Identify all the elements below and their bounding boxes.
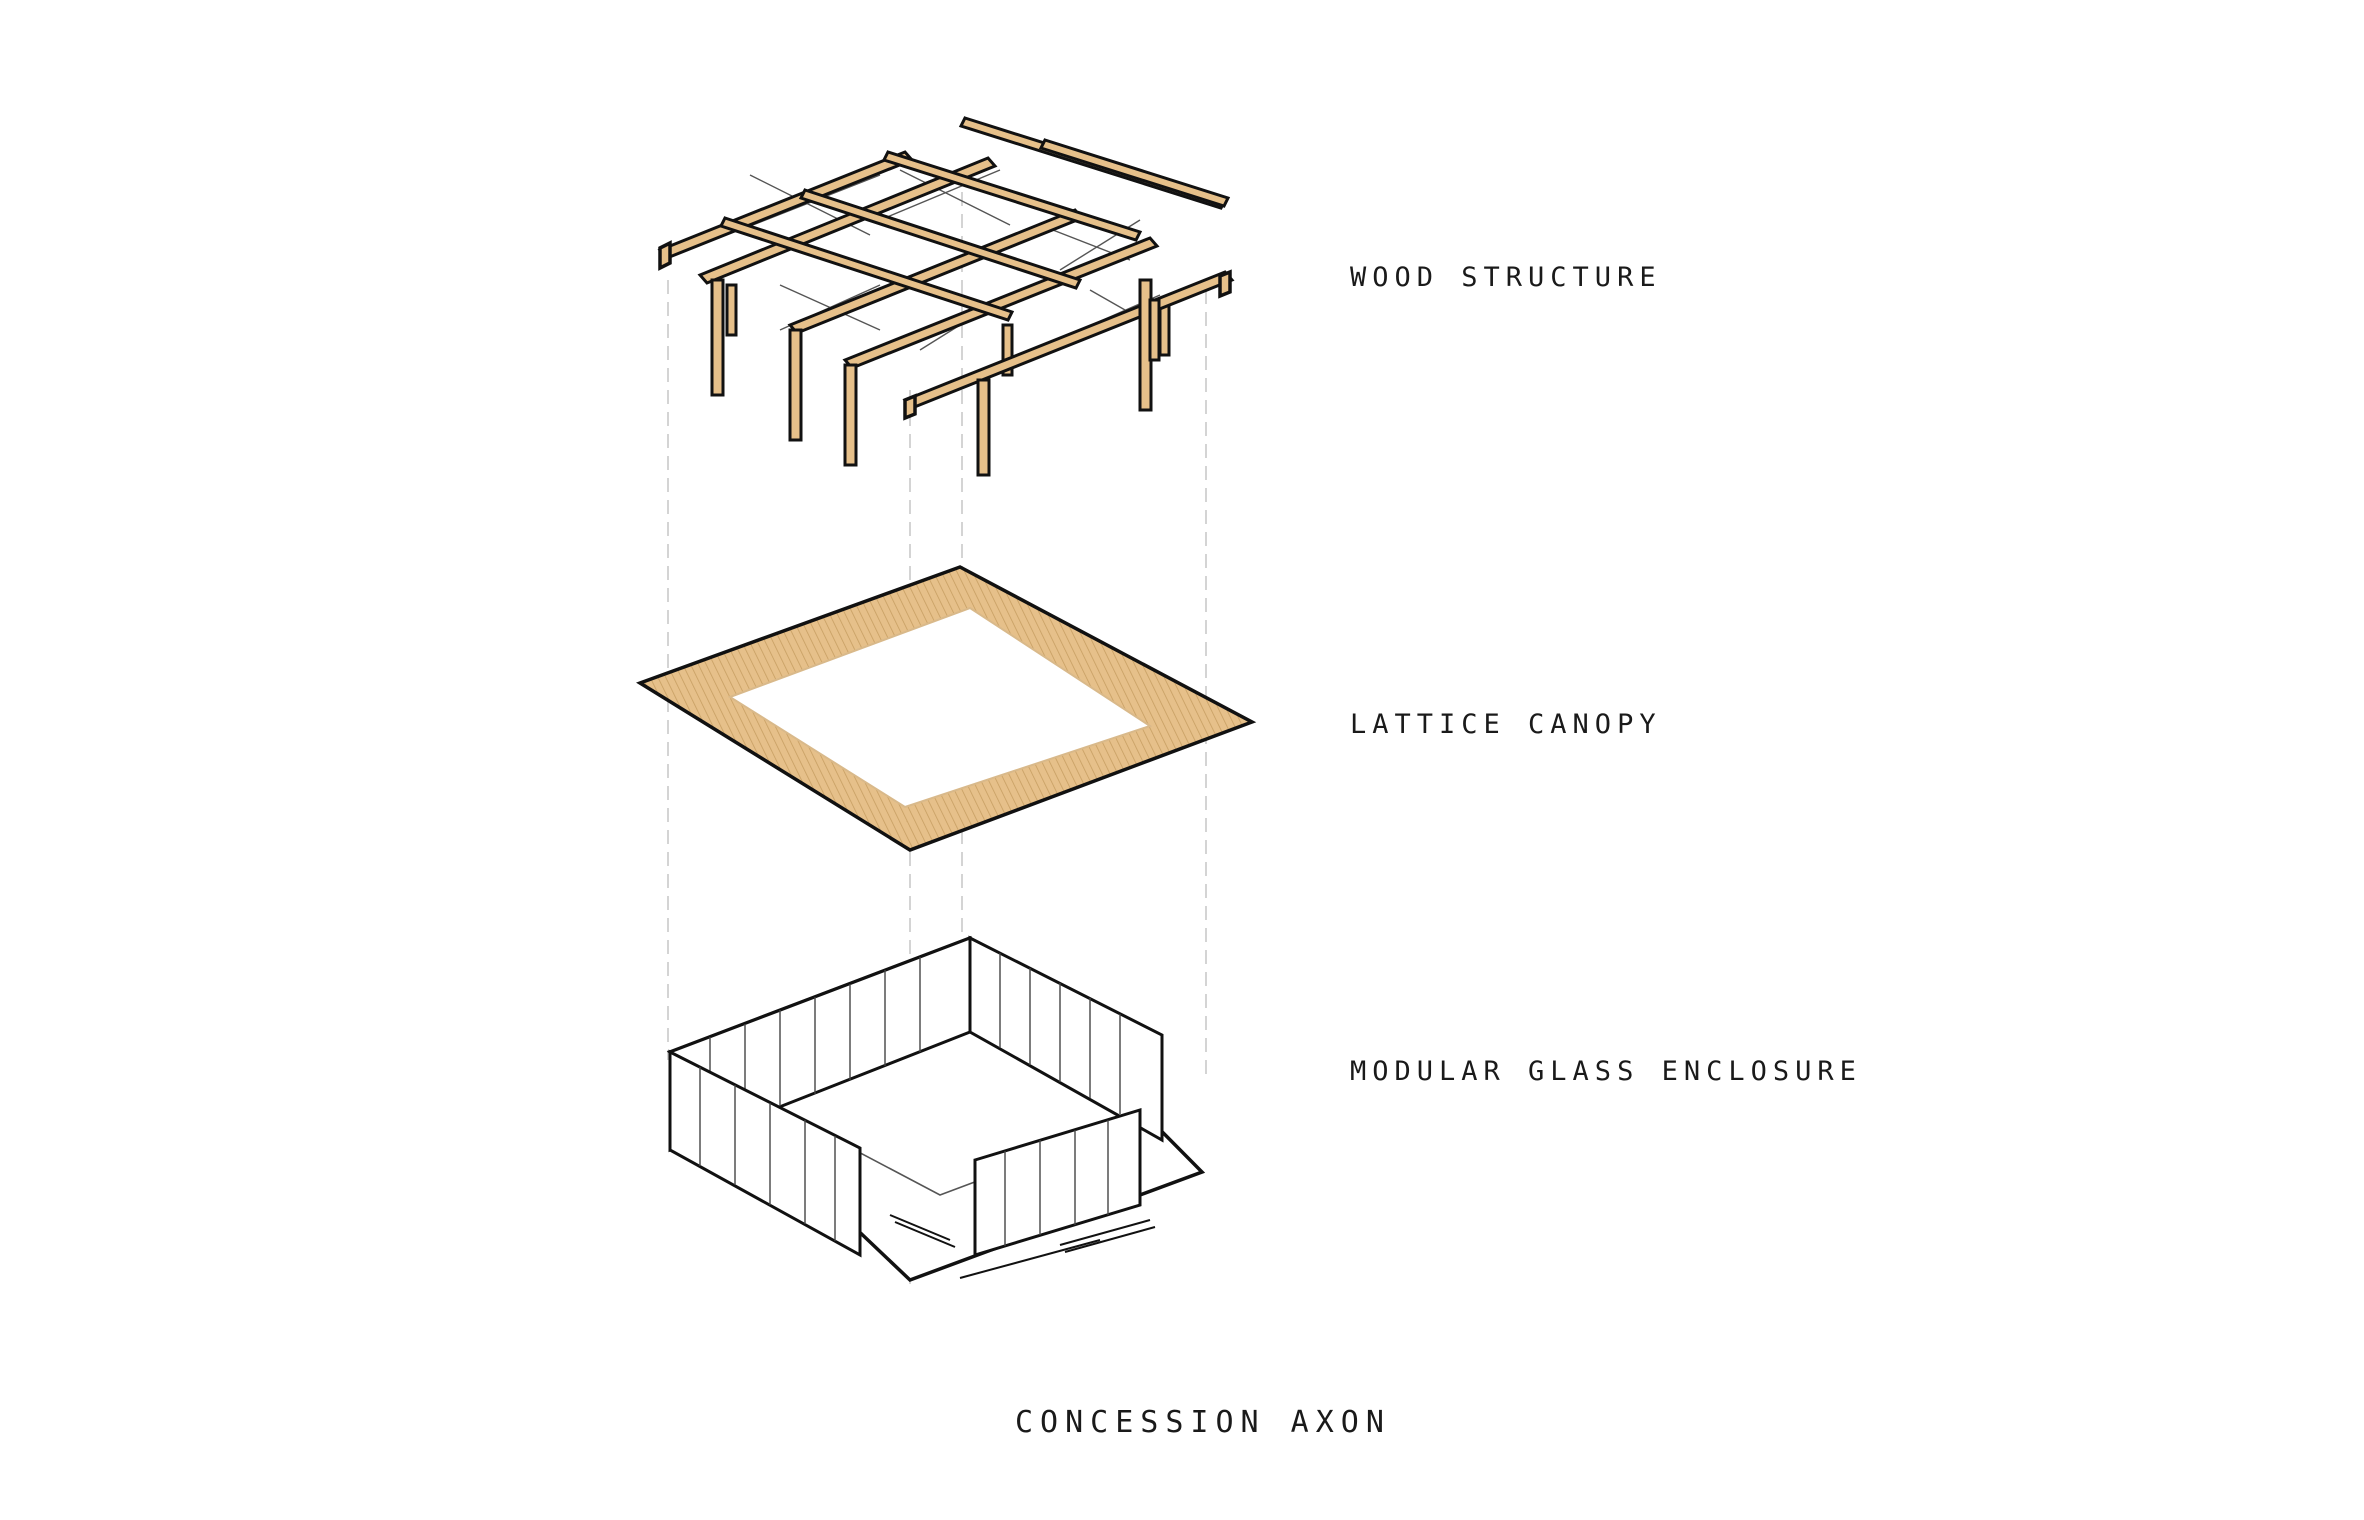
wall-front-right bbox=[973, 1107, 1142, 1258]
glass-enclosure bbox=[666, 935, 1206, 1283]
wood-beams-secondary bbox=[718, 116, 1231, 322]
layer-label-wood-structure: WOOD STRUCTURE bbox=[1350, 262, 1662, 293]
wood-structure bbox=[657, 116, 1235, 477]
door-thresholds bbox=[889, 1214, 1156, 1279]
wood-posts-front bbox=[710, 278, 1161, 477]
canopy-opening bbox=[727, 606, 1153, 809]
wall-back-right bbox=[968, 935, 1164, 1143]
lattice-canopy bbox=[636, 565, 1257, 852]
wall-front-left bbox=[668, 1049, 862, 1258]
wood-edge-beams bbox=[658, 240, 1232, 421]
layer-label-lattice-canopy: LATTICE CANOPY bbox=[1350, 709, 1662, 740]
diagram-title: CONCESSION AXON bbox=[1015, 1405, 1391, 1440]
layer-label-glass-enclosure: MODULAR GLASS ENCLOSURE bbox=[1350, 1056, 1862, 1087]
